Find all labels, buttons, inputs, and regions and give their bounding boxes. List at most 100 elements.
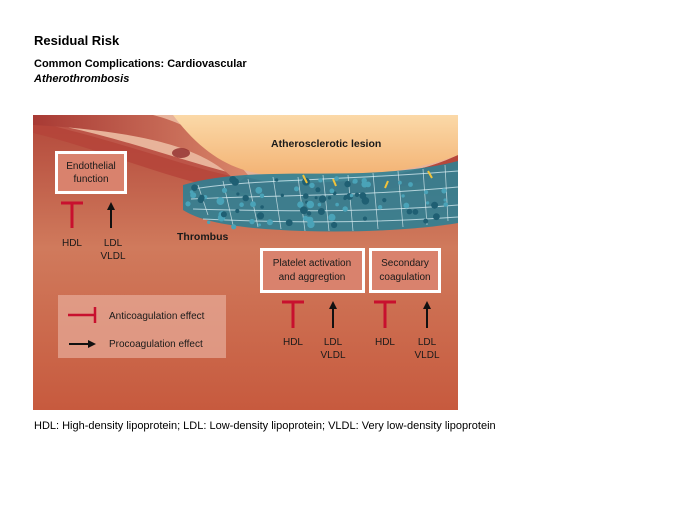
thrombus-cell (317, 208, 325, 215)
legend: Anticoagulation effect Procoagulation ef… (58, 295, 226, 358)
thrombus-cell (382, 198, 387, 203)
inhibit-symbol (282, 300, 304, 328)
thrombus-cell (242, 194, 249, 202)
procoagulation-legend-label: Procoagulation effect (109, 339, 203, 350)
page-title: Residual Risk (34, 33, 120, 48)
thrombus-cell (259, 193, 265, 199)
thrombus-cell (318, 178, 323, 183)
thrombus-cell (185, 201, 191, 207)
box-line: Endothelial (66, 161, 115, 172)
thrombus-cell (433, 213, 440, 221)
thrombus-cell (443, 198, 447, 202)
thrombus-cell (306, 200, 315, 209)
thrombus-cell (229, 176, 237, 184)
thrombus-cell (317, 202, 322, 207)
thrombus (183, 161, 458, 232)
thrombus-cell (306, 216, 312, 223)
footnote: HDL: High-density lipoprotein; LDL: Low-… (34, 420, 496, 432)
thrombus-cell (255, 186, 263, 194)
thrombus-label: Thrombus (177, 231, 228, 243)
vldl-label: VLDL (320, 350, 345, 361)
thrombus-cell (258, 223, 261, 227)
thrombus-cell (235, 208, 240, 214)
vldl-label: VLDL (414, 350, 439, 361)
thrombus-cell (425, 201, 430, 205)
thrombus-cell (443, 202, 449, 207)
thrombus-cell (280, 193, 284, 197)
thrombus-cell (359, 192, 367, 200)
thrombus-cell (318, 195, 327, 203)
thrombus-cell (331, 221, 338, 229)
thrombus-cell (285, 219, 293, 227)
lesion-label: Atherosclerotic lesion (271, 138, 381, 150)
thrombus-cell (221, 187, 228, 193)
thrombus-cell (303, 193, 309, 199)
anticoagulation-legend-label: Anticoagulation effect (109, 311, 205, 322)
thrombus-cell (250, 201, 256, 208)
thrombus-cell (297, 201, 304, 208)
thrombus-cell (216, 197, 225, 205)
thrombus-cell (266, 219, 273, 226)
inhibit-symbol (61, 201, 83, 228)
thrombus-cell (424, 190, 429, 195)
thrombus-cell (441, 188, 447, 194)
thrombus-cell (236, 192, 240, 196)
anticoagulation-legend-symbol (68, 307, 97, 323)
thrombus-cell (361, 181, 368, 188)
thrombus-cell (199, 194, 205, 200)
page-subtitle: Common Complications: Cardiovascular (34, 58, 247, 70)
thrombus-cell (249, 218, 255, 225)
thrombus-cell (349, 193, 354, 198)
thrombus-cell (354, 192, 360, 197)
thrombus-cell (431, 201, 439, 209)
inhibit-symbol (374, 300, 396, 328)
hdl-label: HDL (62, 238, 82, 249)
thrombus-cell (260, 205, 264, 209)
thrombus-cell (306, 211, 312, 216)
thrombus-cell (329, 188, 335, 194)
thrombus-cell (300, 206, 308, 215)
thrombus-cell (239, 202, 244, 207)
box-line: Secondary (381, 258, 429, 269)
atherothrombosis-diagram: Atherosclerotic lesion Thrombus Endothel… (33, 115, 458, 410)
thrombus-cell (314, 196, 318, 200)
thrombus-cell (335, 202, 339, 207)
promote-arrow (329, 301, 337, 328)
topic-label: Atherothrombosis (34, 73, 130, 85)
promote-arrow (107, 202, 115, 228)
thrombus-cell (189, 190, 194, 194)
box-line: and aggregtion (279, 272, 346, 283)
platelet-activation-box: Platelet activation and aggregtion (260, 248, 365, 293)
thrombus-cell (406, 208, 413, 215)
thrombus-cell (352, 180, 356, 184)
thrombus-cell (327, 196, 332, 200)
thrombus-cell (412, 209, 419, 215)
endothelial-function-box: Endothelial function (55, 151, 127, 194)
thrombus-cell (207, 220, 211, 224)
thrombus-cell (377, 205, 383, 210)
ldl-label: LDL (418, 337, 437, 348)
thrombus-cell (401, 194, 405, 198)
thrombus-cell (408, 182, 413, 187)
promote-arrow (423, 301, 431, 328)
thrombus-cell (294, 186, 299, 192)
thrombus-cell (191, 184, 198, 191)
box-line: coagulation (379, 272, 430, 283)
vldl-label: VLDL (100, 251, 125, 262)
ldl-label: LDL (104, 238, 123, 249)
thrombus-cell (342, 206, 348, 212)
thrombus-cell (362, 216, 368, 221)
thrombus-cell (220, 211, 227, 218)
thrombus-cell (403, 202, 410, 209)
box-line: function (73, 174, 108, 185)
secondary-coagulation-box: Secondary coagulation (369, 248, 441, 293)
thrombus-cell (315, 187, 321, 193)
box-line: Platelet activation (273, 258, 351, 269)
thrombus-cell (343, 196, 347, 201)
thrombus-cell (309, 182, 315, 189)
thrombus-cell (274, 178, 279, 182)
hdl-label: HDL (283, 337, 303, 348)
thrombus-cell (231, 224, 237, 230)
thrombus-cell (344, 180, 351, 188)
procoagulation-legend-arrow (69, 340, 96, 348)
